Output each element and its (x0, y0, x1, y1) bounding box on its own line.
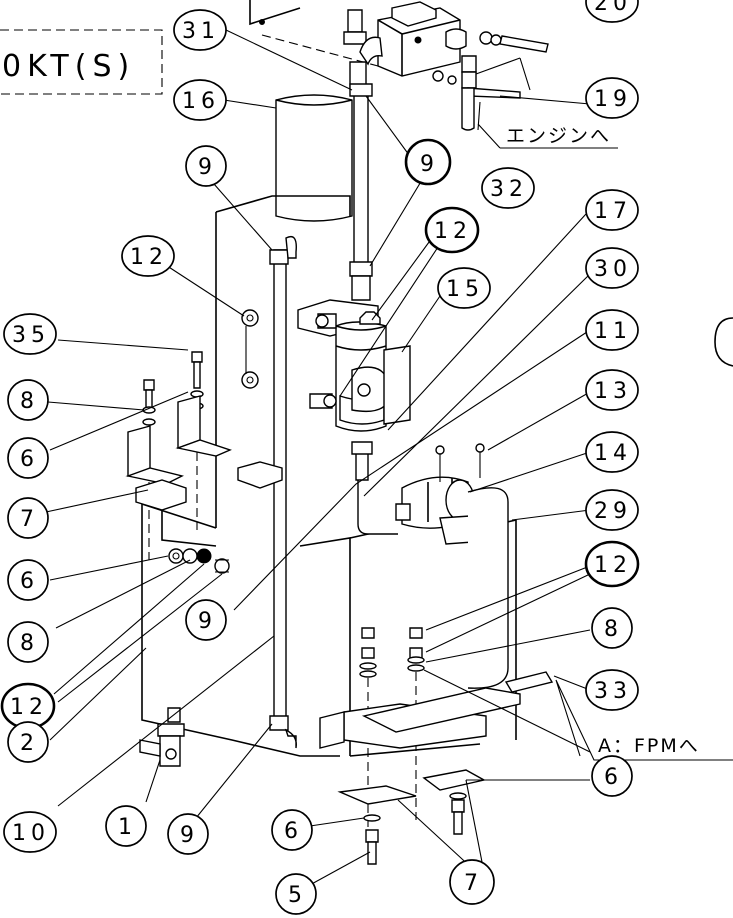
title-box: 0KT(S) (0, 29, 163, 95)
svg-text:16: 16 (182, 89, 220, 114)
svg-text:11: 11 (594, 319, 632, 344)
callout-35: 35 (3, 313, 57, 355)
callout-1: 1 (105, 805, 147, 847)
svg-text:6: 6 (20, 569, 39, 594)
callout-29: 29 (585, 489, 639, 531)
callout-20: 20 (585, 0, 639, 23)
svg-text:9: 9 (198, 609, 217, 634)
callout-9-c: 9 (185, 599, 227, 641)
svg-text:19: 19 (594, 87, 632, 112)
callout-7-a: 7 (7, 497, 49, 539)
svg-text:14: 14 (594, 441, 632, 466)
svg-text:30: 30 (594, 257, 632, 282)
svg-text:12: 12 (594, 553, 632, 578)
callout-6-a: 6 (7, 437, 49, 479)
svg-text:9: 9 (420, 152, 439, 177)
svg-text:9: 9 (198, 155, 217, 180)
callout-30: 30 (585, 247, 639, 289)
callout-10: 10 (3, 811, 57, 853)
callout-31: 31 (173, 9, 227, 51)
callout-partial-right (714, 317, 733, 367)
callout-32: 32 (481, 167, 535, 209)
callout-9-d: 9 (167, 813, 209, 855)
callout-19: 19 (585, 77, 639, 119)
svg-text:12: 12 (10, 695, 48, 720)
left-loose-parts (125, 309, 283, 574)
svg-text:7: 7 (464, 871, 483, 896)
callout-16: 16 (173, 79, 227, 121)
callout-6-b: 6 (7, 559, 49, 601)
callout-13: 13 (585, 369, 639, 411)
svg-text:8: 8 (20, 631, 39, 656)
callout-9-b: 9 (404, 138, 452, 186)
top-valve-assembly (249, 0, 549, 131)
pump-14 (395, 443, 509, 689)
callout-9-a: 9 (185, 145, 227, 187)
svg-text:7: 7 (20, 507, 39, 532)
long-tube-10 (269, 235, 297, 749)
callout-12-b: 12 (121, 235, 175, 277)
leader-lines (45, 29, 733, 887)
callout-12-a: 12 (424, 206, 480, 254)
callout-7-b: 7 (449, 859, 495, 905)
callout-14: 14 (585, 431, 639, 473)
note-engine: エンジンへ (477, 123, 618, 149)
svg-text:8: 8 (604, 617, 623, 642)
callout-2: 2 (7, 721, 49, 763)
svg-text:9: 9 (180, 823, 199, 848)
valve-1 (139, 707, 185, 767)
callout-6-d: 6 (271, 809, 313, 851)
svg-text:1: 1 (118, 815, 137, 840)
svg-text:2: 2 (20, 731, 39, 756)
hose-loop-9 (357, 480, 398, 535)
callout-33: 33 (585, 669, 639, 711)
svg-text:17: 17 (594, 199, 632, 224)
callout-8-a: 8 (7, 379, 49, 421)
filter-assembly-15 (297, 299, 411, 481)
callout-8-b: 8 (591, 607, 633, 649)
svg-text:35: 35 (12, 323, 50, 348)
svg-text:6: 6 (284, 819, 303, 844)
note-fpm: A：FPMへ (598, 735, 700, 757)
callout-17: 17 (585, 189, 639, 231)
callout-11: 11 (585, 309, 639, 351)
svg-text:33: 33 (594, 679, 632, 704)
svg-text:6: 6 (20, 447, 39, 472)
svg-text:31: 31 (182, 19, 220, 44)
callout-15: 15 (437, 267, 491, 309)
tank-cap-16 (275, 94, 353, 222)
callout-8-c: 8 (7, 621, 49, 663)
vertical-hose-31 (349, 83, 373, 301)
svg-text:20: 20 (594, 0, 632, 16)
svg-text:12: 12 (130, 245, 168, 270)
svg-text:13: 13 (594, 379, 632, 404)
callout-12-d: 12 (0, 682, 56, 730)
callout-12-c: 12 (584, 540, 640, 588)
svg-text:6: 6 (604, 765, 623, 790)
callout-6-c: 6 (591, 755, 633, 797)
title-fragment: 0KT(S) (2, 49, 135, 84)
svg-text:12: 12 (434, 219, 472, 244)
svg-text:10: 10 (12, 821, 50, 846)
svg-text:15: 15 (446, 277, 484, 302)
svg-text:8: 8 (20, 389, 39, 414)
engine-note-text: エンジンへ (506, 125, 611, 147)
bottom-fasteners (319, 627, 554, 865)
svg-text:5: 5 (288, 883, 307, 908)
svg-text:32: 32 (490, 177, 528, 202)
fpm-note-text: A：FPMへ (598, 735, 700, 757)
svg-text:29: 29 (594, 499, 632, 524)
callout-5: 5 (275, 873, 317, 915)
